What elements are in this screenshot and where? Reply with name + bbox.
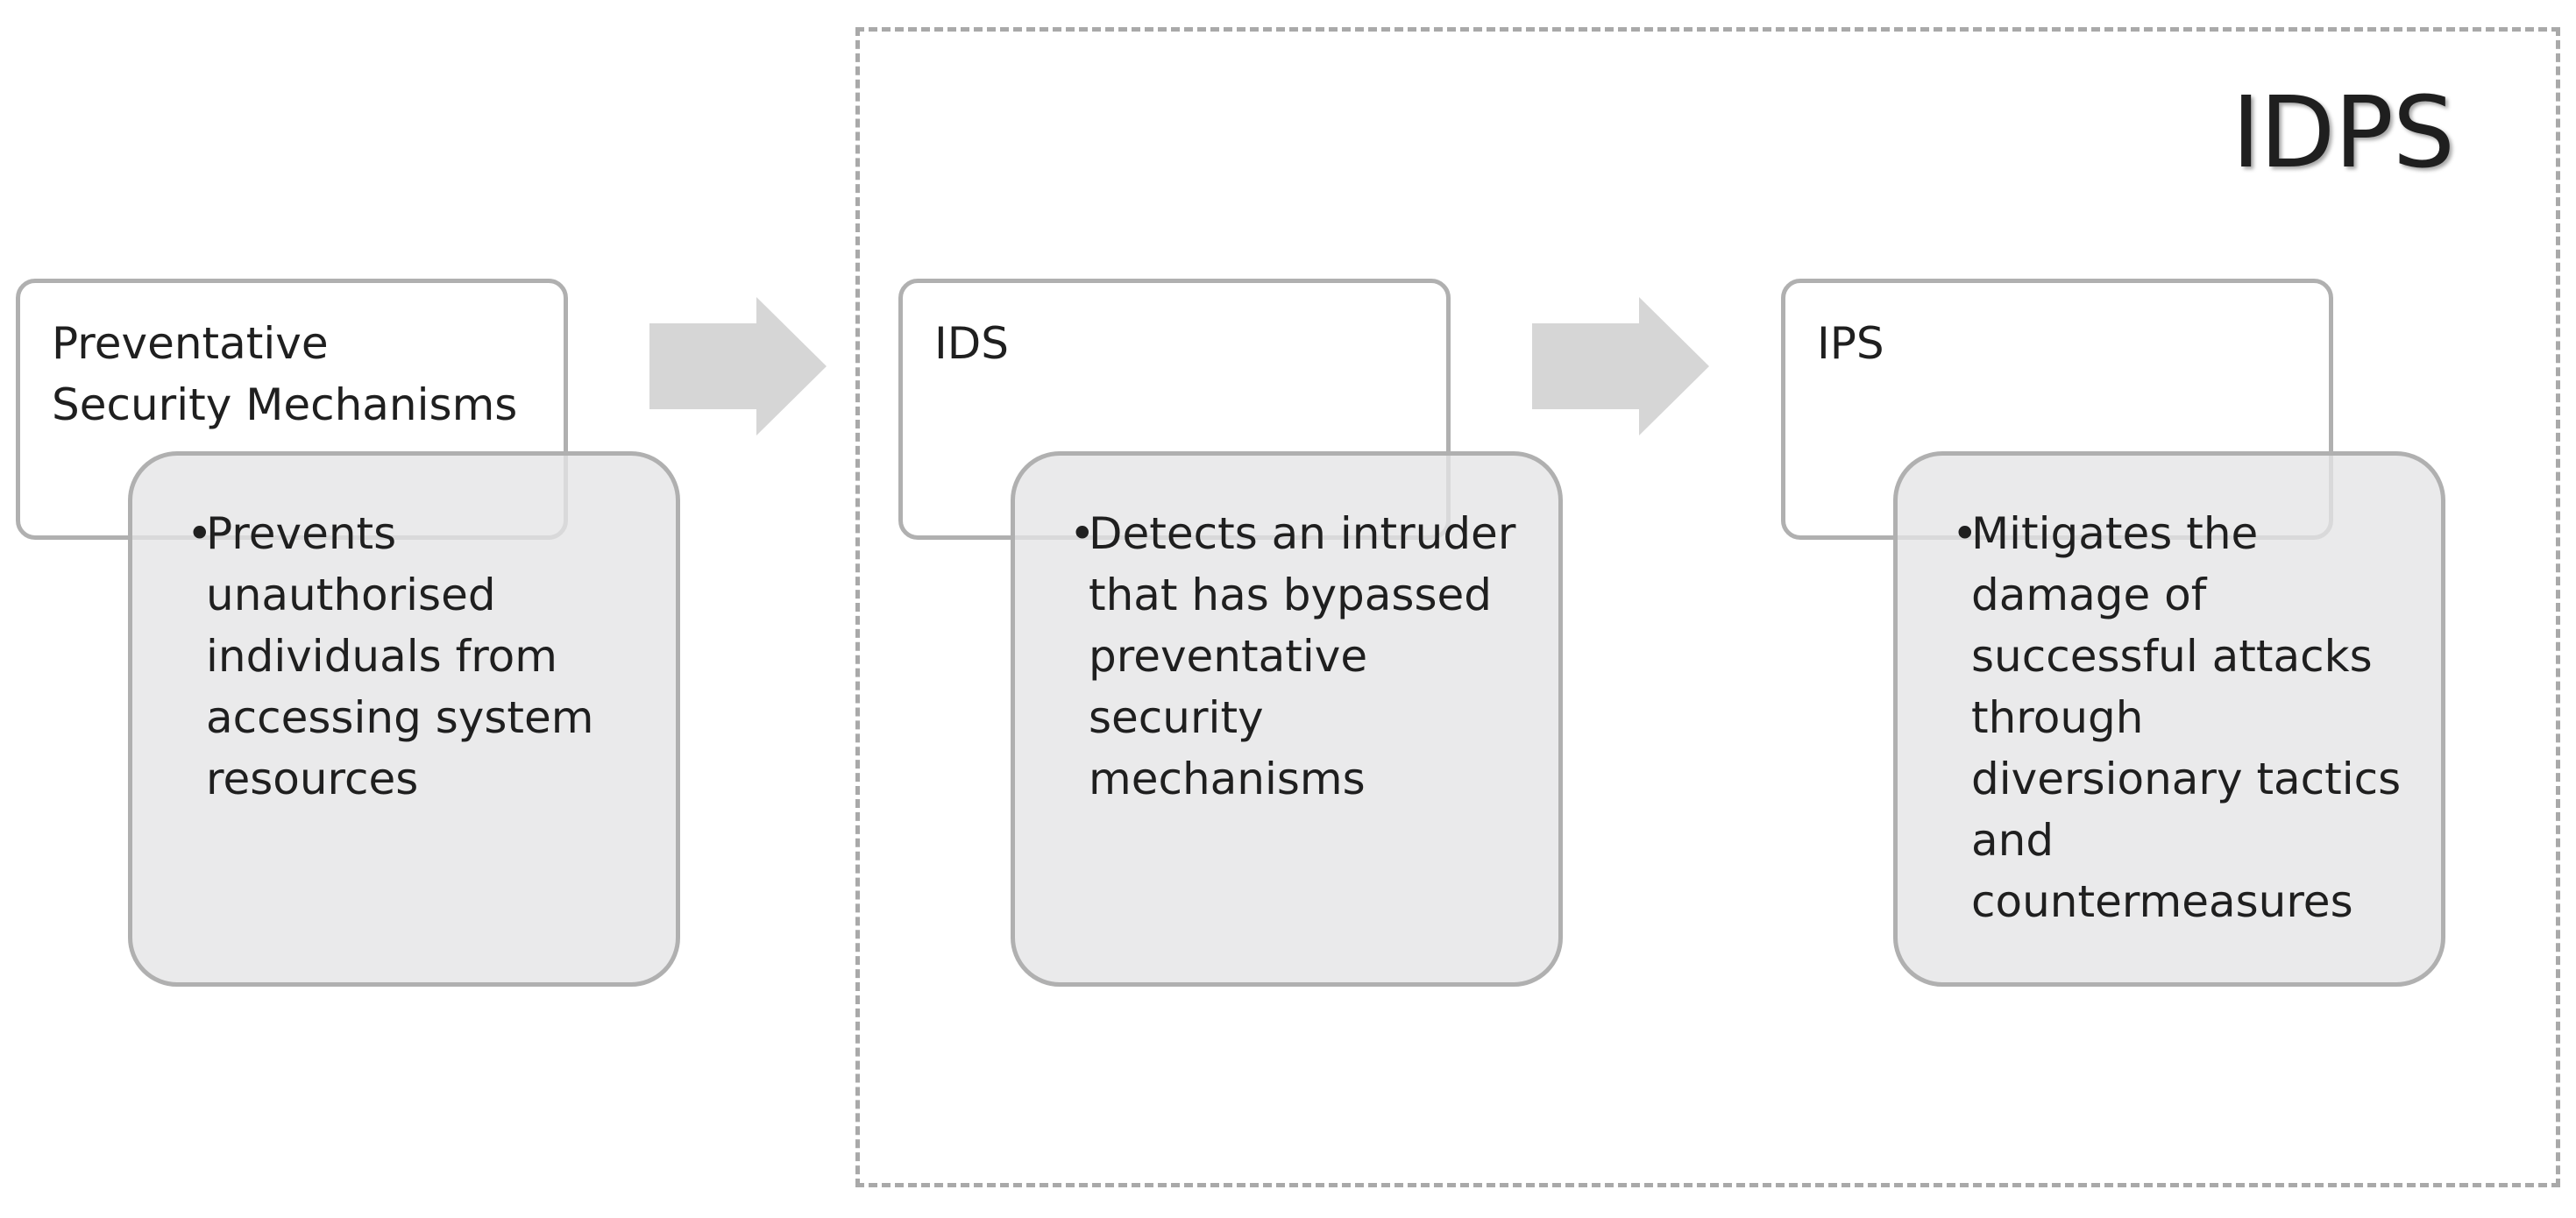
stage-title: Preventative Security Mechanisms	[52, 318, 518, 430]
stage-description-box: • Detects an intruder that has bypassed …	[1011, 451, 1563, 987]
stage-ips: IPS • Mitigates the damage of successful…	[1781, 0, 2447, 1218]
stage-preventative: Preventative Security Mechanisms • Preve…	[16, 0, 682, 1218]
bullet-marker: •	[1952, 508, 1978, 559]
bullet-marker: •	[1069, 508, 1096, 559]
stage-ids: IDS • Detects an intruder that has bypas…	[898, 0, 1565, 1218]
stage-description: Mitigates the damage of successful attac…	[1971, 508, 2402, 927]
stage-title: IDS	[934, 318, 1009, 369]
stage-title: IPS	[1817, 318, 1884, 369]
stage-description: Prevents unauthorised individuals from a…	[206, 508, 594, 804]
stage-description: Detects an intruder that has bypassed pr…	[1089, 508, 1516, 804]
stage-description-box: • Mitigates the damage of successful att…	[1893, 451, 2445, 987]
arrow-shape	[649, 297, 827, 436]
flow-arrow-1	[649, 297, 827, 436]
idps-title: IDPS	[2232, 76, 2455, 190]
arrow-shape	[1532, 297, 1709, 436]
flow-arrow-2	[1532, 297, 1709, 436]
stage-description-box: • Prevents unauthorised individuals from…	[128, 451, 680, 987]
bullet-marker: •	[187, 508, 213, 559]
idps-boundary: IDPS	[855, 27, 2560, 1187]
